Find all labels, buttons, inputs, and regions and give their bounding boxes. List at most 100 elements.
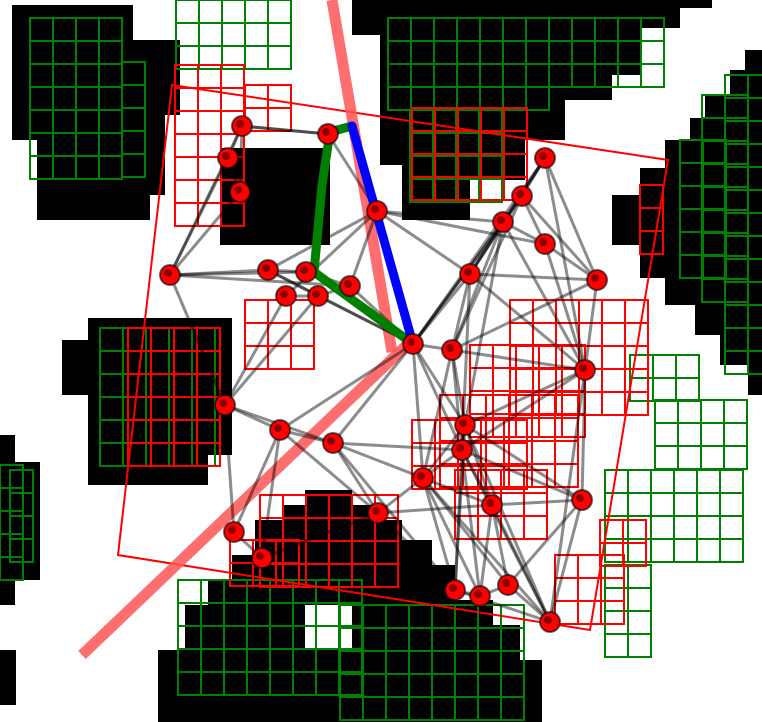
roadmap-edge: [506, 499, 584, 586]
roadmap-edge: [261, 511, 379, 560]
roadmap-node: [269, 419, 291, 441]
roadmap-edge: [421, 477, 552, 623]
roadmap-node-core: [417, 472, 425, 480]
roadmap-node: [454, 414, 476, 436]
roadmap-edge: [411, 221, 505, 345]
roadmap-edge: [450, 349, 467, 426]
roadmap-edge: [543, 157, 599, 281]
roadmap-edge: [478, 504, 494, 597]
roadmap-edge: [376, 209, 504, 224]
roadmap-node-core: [474, 590, 482, 598]
roadmap-edge: [168, 191, 242, 276]
roadmap-edge: [450, 221, 505, 351]
roadmap-node: [534, 233, 556, 255]
roadmap-edge: [464, 423, 583, 502]
roadmap-edge: [331, 442, 457, 591]
roadmap-edge: [461, 368, 586, 452]
roadmap-node-core: [502, 579, 510, 587]
occupied-grid-cell: [290, 345, 315, 370]
roadmap-node-core: [591, 274, 599, 282]
sampling-region-outline: [116, 83, 670, 632]
occupied-cell-layer: [127, 64, 664, 625]
roadmap-node: [229, 181, 251, 203]
roadmap-node-core: [234, 186, 242, 194]
occupied-grid-cell: [600, 600, 625, 625]
roadmap-node: [412, 467, 434, 489]
occupied-grid-cell: [267, 107, 292, 132]
occupied-grid-cell: [554, 463, 579, 488]
roadmap-node: [571, 489, 593, 511]
roadmap-node-core: [539, 238, 547, 246]
roadmap-node: [295, 261, 317, 283]
roadmap-edge: [332, 441, 463, 452]
roadmap-node: [441, 339, 463, 361]
roadmap-node: [367, 502, 389, 524]
roadmap-node-core: [446, 344, 454, 352]
free-grid-cell: [0, 556, 24, 581]
roadmap-edge: [548, 499, 584, 623]
roadmap-edge: [460, 449, 552, 623]
roadmap-edge: [543, 243, 587, 371]
roadmap-node: [251, 547, 273, 569]
roadmap-edge: [377, 503, 493, 515]
roadmap-node: [586, 269, 608, 291]
roadmap-edge: [501, 221, 587, 371]
roadmap-node: [159, 264, 181, 286]
free-grid-cell: [500, 696, 525, 721]
roadmap-node-core: [327, 437, 335, 445]
roadmap-node: [469, 585, 491, 607]
roadmap-node: [317, 123, 339, 145]
roadmap-node-layer: [159, 115, 608, 633]
obstacle-bottom-left-sliver: [0, 650, 16, 705]
roadmap-edge: [376, 511, 457, 592]
roadmap-edge: [422, 476, 493, 507]
roadmap-edge: [241, 124, 329, 136]
roadmap-edge: [421, 349, 454, 479]
roadmap-node: [574, 359, 596, 381]
free-grid-cell: [267, 45, 292, 70]
roadmap-edge: [491, 498, 583, 507]
roadmap-edge: [468, 195, 524, 275]
roadmap-node: [402, 333, 424, 355]
roadmap-node-core: [164, 269, 172, 277]
roadmap-node-core: [280, 290, 288, 298]
roadmap-node: [492, 211, 514, 233]
roadmap-edge: [548, 369, 587, 623]
roadmap-edge: [520, 195, 599, 281]
occupied-grid-cell: [196, 442, 221, 467]
roadmap-node-core: [256, 552, 264, 560]
occupied-grid-cell: [374, 563, 399, 588]
roadmap-node: [257, 259, 279, 281]
roadmap-node-core: [322, 128, 330, 136]
roadmap-node-core: [372, 507, 380, 515]
roadmap-edge: [451, 348, 586, 372]
roadmap-edge: [169, 273, 351, 288]
roadmap-node-core: [486, 499, 494, 507]
free-grid-cell: [640, 63, 665, 88]
roadmap-node-core: [516, 190, 524, 198]
roadmap-node-core: [497, 216, 505, 224]
roadmap-edge: [580, 369, 587, 501]
roadmap-node-core: [222, 152, 230, 160]
roadmap-node-core: [300, 266, 308, 274]
roadmap-node: [307, 285, 329, 307]
roadmap-edge: [450, 273, 472, 351]
roadmap-node-core: [539, 152, 547, 160]
roadmap-node: [459, 263, 481, 285]
occupied-grid-cell: [503, 465, 528, 490]
roadmap-node: [451, 439, 473, 461]
roadmap-node-core: [456, 444, 464, 452]
roadmap-edge: [490, 504, 510, 586]
roadmap-node: [223, 521, 245, 543]
roadmap-edge: [461, 448, 583, 502]
roadmap-edge: [490, 504, 552, 623]
roadmap-edge: [469, 272, 586, 372]
roadmap-node-core: [219, 399, 227, 407]
roadmap-edge: [223, 295, 288, 406]
occupied-grid-cell: [624, 391, 649, 416]
occupied-grid-cell: [523, 515, 548, 540]
roadmap-edge: [168, 274, 227, 406]
roadmap-edge: [238, 125, 244, 193]
free-grid-cell: [478, 178, 503, 203]
